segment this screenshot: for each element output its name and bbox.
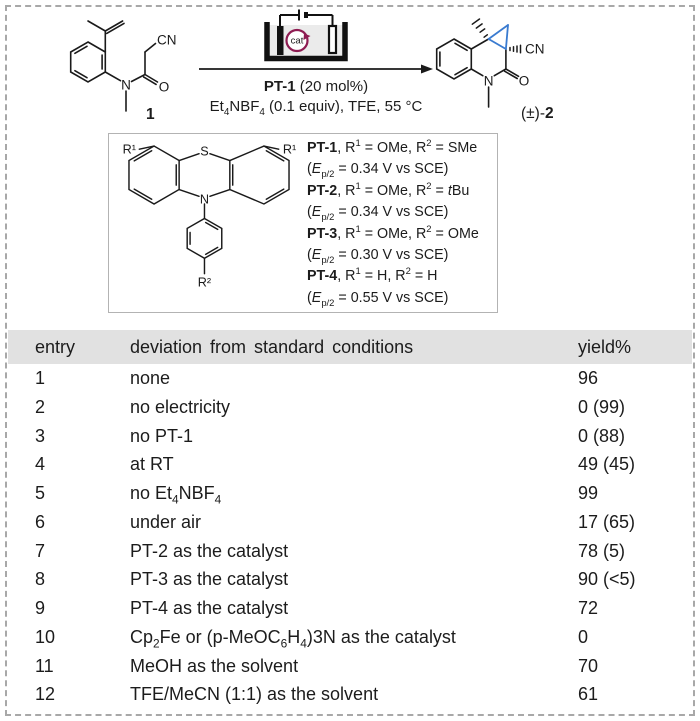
battery-wires xyxy=(279,9,334,26)
atom-label-cn: CN xyxy=(157,33,177,48)
substrate-bonds xyxy=(69,20,159,112)
deviation-cell: none xyxy=(130,368,171,388)
yield-cell: 17 (65) xyxy=(578,511,636,532)
atom-label-n: N xyxy=(121,78,131,93)
table-row: 3 no PT-1 0 (88) xyxy=(0,422,700,451)
yield-cell: 78 (5) xyxy=(578,540,626,561)
catalyst-list: PT-1, R1 = OMe, R2 = SMe (Ep/2 = 0.34 V v… xyxy=(307,138,479,309)
deviation-cell: under air xyxy=(130,511,202,532)
atom-label-o: O xyxy=(159,80,170,95)
entry-cell: 5 xyxy=(35,483,46,503)
catalyst-potential-line: (Ep/2 = 0.55 V vs SCE) xyxy=(307,289,449,308)
entry-cell: 7 xyxy=(35,540,46,561)
catalyst-potential-line: (Ep/2 = 0.34 V vs SCE) xyxy=(307,204,449,223)
reaction-conditions: PT-1 (20 mol%) Et4NBF4 (0.1 equiv), TFE,… xyxy=(199,77,433,118)
yield-cell: 61 xyxy=(578,684,599,705)
atom-label-n: N xyxy=(484,74,494,89)
header-entry: entry xyxy=(35,337,76,357)
conditions-line-1: PT-1 (20 mol%) xyxy=(263,78,369,95)
header-deviation: deviation from standard conditions xyxy=(130,337,414,357)
reaction-arrow xyxy=(199,64,433,74)
table-row: 4 at RT 49 (45) xyxy=(0,450,700,479)
catalyst-potential-line: (Ep/2 = 0.34 V vs SCE) xyxy=(307,161,449,180)
deviation-cell: Cp2Fe or (p-MeOC6H4)3N as the catalyst xyxy=(130,626,456,651)
entry-cell: 1 xyxy=(35,368,46,388)
atom-label-cn: CN xyxy=(525,42,545,57)
substrate-label: 1 xyxy=(146,106,155,123)
table-header: entry deviation from standard conditions… xyxy=(8,330,692,364)
yield-cell: 96 xyxy=(578,368,599,388)
arrowhead xyxy=(421,64,433,74)
entry-cell: 3 xyxy=(35,425,46,446)
atom-label-r1-right: R¹ xyxy=(283,143,296,157)
entry-cell: 4 xyxy=(35,454,46,475)
deviation-cell: PT-3 as the catalyst xyxy=(130,569,289,590)
yield-cell: 0 (99) xyxy=(578,396,626,417)
phenothiazine-structure: S N R¹ R¹ R² xyxy=(123,143,297,290)
table-row: 6 under air 17 (65) xyxy=(0,508,700,537)
deviation-cell: no PT-1 xyxy=(130,425,194,446)
entry-cell: 11 xyxy=(35,655,54,676)
entry-cell: 6 xyxy=(35,511,46,532)
catalyst-potential-line: (Ep/2 = 0.30 V vs SCE) xyxy=(307,247,449,265)
substrate-structure: N O CN xyxy=(69,20,177,112)
yield-cell: 70 xyxy=(578,655,599,676)
beaker-outline xyxy=(264,22,348,62)
left-electrode xyxy=(277,26,284,55)
product-bonds xyxy=(435,38,520,108)
table-row: 2 no electricity 0 (99) xyxy=(0,393,700,422)
table-row: 11 MeOH as the solvent 70 xyxy=(0,652,700,681)
catalyst-variant-line: PT-2, R1 = OMe, R2 = tBu xyxy=(307,180,470,199)
deviation-cell: TFE/MeCN (1:1) as the solvent xyxy=(130,684,379,705)
entry-cell: 10 xyxy=(35,626,56,647)
cat-label: cat xyxy=(291,36,304,47)
yield-cell: 90 (<5) xyxy=(578,569,636,590)
yield-cell: 0 (88) xyxy=(578,425,626,446)
entry-cell: 2 xyxy=(35,396,46,417)
phenothiazine-bonds xyxy=(128,145,290,275)
cn-hashed-wedge xyxy=(509,44,522,54)
catalyst-variant-line: PT-4, R1 = H, R2 = H xyxy=(307,265,438,285)
atom-label-r2: R² xyxy=(198,276,211,290)
yield-cell: 72 xyxy=(578,598,599,618)
table-row: 10 Cp2Fe or (p-MeOC6H4)3N as the catalys… xyxy=(0,623,700,652)
entry-cell: 8 xyxy=(35,569,46,590)
deviation-cell: no electricity xyxy=(130,396,231,417)
deviation-cell: MeOH as the solvent xyxy=(130,655,299,676)
deviation-cell: PT-4 as the catalyst xyxy=(130,598,289,618)
catalyst-variant-line: PT-1, R1 = OMe, R2 = SMe xyxy=(307,137,478,156)
methyl-hashed-wedge xyxy=(471,18,489,38)
right-electrode xyxy=(327,24,338,55)
atom-label-r1-left: R¹ xyxy=(123,143,136,157)
electrochemical-cell-icon: cat xyxy=(264,9,348,62)
deviation-cell: PT-2 as the catalyst xyxy=(130,540,289,561)
catalyst-cycle-circle xyxy=(285,28,309,53)
table-row: 1 none 96 xyxy=(0,364,700,393)
yield-cell: 99 xyxy=(578,483,599,503)
table-row: 12 TFE/MeCN (1:1) as the solvent 61 xyxy=(0,680,700,709)
deviation-cell: at RT xyxy=(130,454,174,475)
table-row: 9 PT-4 as the catalyst 72 xyxy=(0,594,700,623)
atom-label-o: O xyxy=(519,74,530,89)
table-row: 5 no Et4NBF4 99 xyxy=(0,479,700,508)
table-row: 8 PT-3 as the catalyst 90 (<5) xyxy=(0,565,700,594)
product-label: (±)-2 xyxy=(521,105,554,122)
yield-cell: 0 xyxy=(578,626,589,647)
yield-cell: 49 (45) xyxy=(578,454,636,475)
conditions-line-2: Et4NBF4 (0.1 equiv), TFE, 55 °C xyxy=(209,97,423,118)
conditions-table: 1 none 96 2 no electricity 0 (99) 3 no P… xyxy=(0,364,700,709)
catalyst-cycle-arrowhead xyxy=(303,33,311,40)
entry-cell: 9 xyxy=(35,598,46,618)
atom-label-n: N xyxy=(200,192,209,206)
header-yield: yield% xyxy=(578,337,632,357)
cyclopropane-bonds xyxy=(487,24,509,50)
entry-cell: 12 xyxy=(35,684,56,705)
product-structure: N O CN xyxy=(435,18,545,108)
catalyst-variant-line: PT-3, R1 = OMe, R2 = OMe xyxy=(307,222,479,242)
table-row: 7 PT-2 as the catalyst 78 (5) xyxy=(0,537,700,566)
catalyst-box: S N R¹ R¹ R² PT-1, R1 = OMe, R2 = SMe (Ep… xyxy=(108,133,498,313)
deviation-cell: no Et4NBF4 xyxy=(130,483,222,507)
atom-label-s: S xyxy=(200,144,208,158)
